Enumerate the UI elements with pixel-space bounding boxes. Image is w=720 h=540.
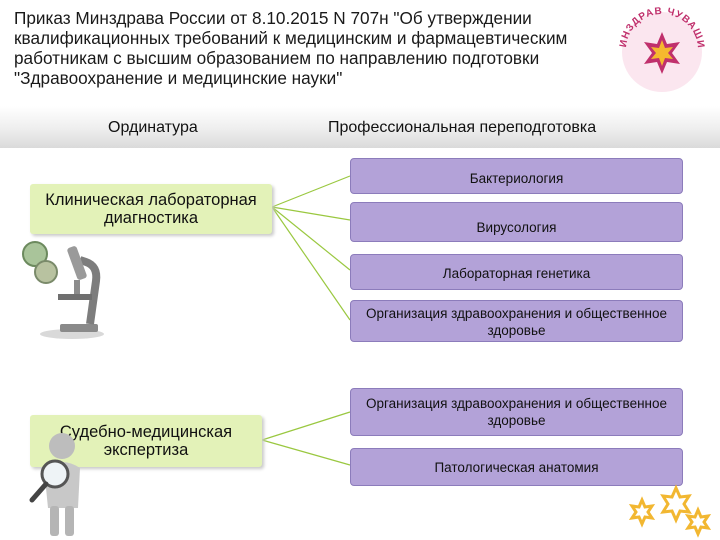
retraining-label: Вирусология bbox=[476, 220, 557, 235]
retraining-label: Патологическая анатомия bbox=[434, 460, 599, 475]
residency-header: Ординатура bbox=[108, 119, 198, 136]
retraining-box: Вирусология bbox=[350, 202, 683, 242]
residency-box: Клиническая лабораторная диагностика bbox=[30, 184, 272, 234]
star-emblem-logo: МИНЗДРАВ ЧУВАШИИ bbox=[612, 4, 705, 92]
residency-label: Судебно-медицинская экспертиза bbox=[59, 423, 233, 459]
retraining-label: Организация здравоохранения и общественн… bbox=[365, 396, 667, 428]
retraining-header: Профессиональная переподготовка bbox=[328, 119, 597, 136]
residency-label: Клиническая лабораторная диагностика bbox=[45, 191, 257, 227]
retraining-label: Организация здравоохранения и общественн… bbox=[365, 306, 667, 338]
retraining-box: Лабораторная генетика bbox=[350, 254, 683, 290]
retraining-box: Бактериология bbox=[350, 158, 683, 194]
microscope-clipart bbox=[22, 241, 104, 339]
magnifier-person-clipart bbox=[29, 433, 80, 536]
retraining-box: Организация здравоохранения и общественн… bbox=[350, 300, 683, 342]
page-title: Приказ Минздрава России от 8.10.2015 N 7… bbox=[14, 8, 568, 88]
column-header-bar bbox=[0, 106, 720, 148]
retraining-box: Патологическая анатомия bbox=[350, 448, 683, 486]
star-decoration-icon bbox=[628, 484, 712, 538]
retraining-label: Бактериология bbox=[469, 171, 564, 186]
retraining-label: Лабораторная генетика bbox=[442, 266, 591, 281]
retraining-box: Организация здравоохранения и общественн… bbox=[350, 388, 683, 436]
